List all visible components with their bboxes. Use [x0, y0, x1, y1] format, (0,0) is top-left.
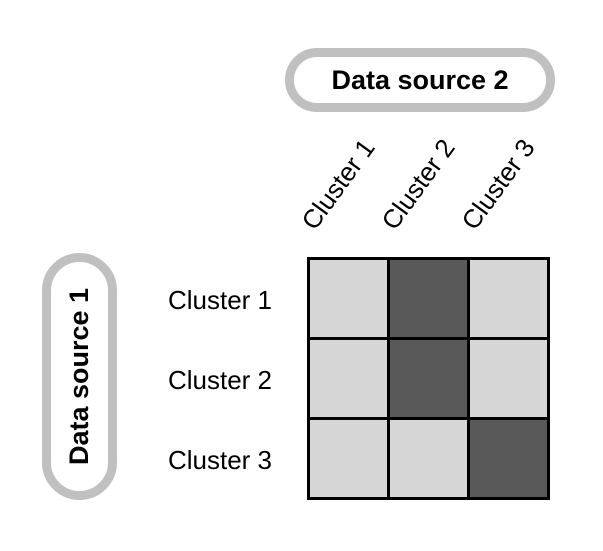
matrix-cell-light [467, 257, 550, 340]
row-header: Cluster 1 [167, 285, 272, 315]
cluster-matrix [307, 257, 550, 500]
matrix-cell-light [307, 257, 390, 340]
column-header: Cluster 2 [375, 133, 461, 236]
row-header: Cluster 3 [167, 445, 272, 475]
data-source-2-label: Data source 2 [331, 64, 509, 95]
row-header: Cluster 2 [167, 365, 272, 395]
matrix-row [307, 337, 550, 420]
matrix-cell-light [307, 417, 390, 500]
data-source-1-pill: Data source 1 [42, 253, 117, 500]
matrix-row [307, 417, 550, 500]
matrix-cell-light [387, 417, 470, 500]
matrix-cell-dark [387, 337, 470, 420]
column-header: Cluster 1 [295, 133, 381, 236]
matrix-cell-light [467, 337, 550, 420]
matrix-cell-dark [387, 257, 470, 340]
data-source-2-pill: Data source 2 [285, 48, 555, 112]
data-source-1-label: Data source 1 [64, 287, 94, 466]
matrix-cell-light [307, 337, 390, 420]
column-header: Cluster 3 [455, 133, 541, 236]
matrix-row [307, 257, 550, 340]
matrix-cell-dark [467, 417, 550, 500]
